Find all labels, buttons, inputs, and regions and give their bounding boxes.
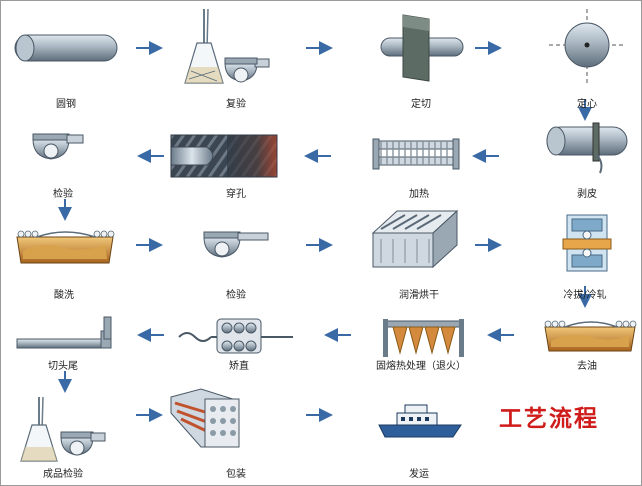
end-cutting-icon <box>16 316 112 349</box>
shipping-icon <box>378 404 462 438</box>
step-label-cutting: 定切 <box>411 99 431 110</box>
diagram-title: 工艺流程 <box>499 406 599 432</box>
step-label-centering: 定心 <box>577 99 597 110</box>
step-label-inspection: 检验 <box>53 189 73 200</box>
round-steel-bar-icon <box>14 34 118 62</box>
step-label-annealing: 固熔热处理（退火） <box>376 361 466 372</box>
peeling-icon <box>546 122 628 174</box>
piercing-icon <box>170 134 278 178</box>
step-label-peeling: 剥皮 <box>577 189 597 200</box>
step-label-piercing: 穿孔 <box>226 189 246 200</box>
inspection-icon <box>32 133 84 160</box>
centering-icon <box>549 9 625 83</box>
final-inspection-icon <box>20 396 106 462</box>
step-label-final-inspection: 成品检验 <box>43 469 83 480</box>
step-label-inspection-2: 检验 <box>226 290 246 301</box>
step-label-heating: 加热 <box>409 189 429 200</box>
heating-icon <box>372 138 460 170</box>
inspection-icon <box>203 231 269 258</box>
step-label-re-inspection: 复验 <box>226 99 246 110</box>
pickling-tank-icon <box>16 230 115 264</box>
step-label-round-steel: 圆钢 <box>56 99 76 110</box>
packaging-icon <box>170 388 240 448</box>
step-label-cold-drawing: 冷拔/冷轧 <box>563 290 607 301</box>
step-label-packaging: 包装 <box>226 469 246 480</box>
degreasing-tank-icon <box>544 320 637 352</box>
step-label-degreasing: 去油 <box>577 361 597 372</box>
re-inspection-icon <box>184 8 270 84</box>
step-label-end-cutting: 切头尾 <box>48 361 78 372</box>
lubrication-drying-icon <box>371 209 459 269</box>
step-label-shipping: 发运 <box>409 469 429 480</box>
straightening-icon <box>178 318 293 354</box>
annealing-furnace-icon <box>383 319 464 357</box>
cold-drawing-rolling-icon <box>562 214 612 272</box>
cutting-icon <box>380 14 464 82</box>
step-label-straightening: 矫直 <box>229 361 249 372</box>
step-label-pickling: 酸洗 <box>54 290 74 301</box>
step-label-lubrication-drying: 润滑烘干 <box>399 290 439 301</box>
